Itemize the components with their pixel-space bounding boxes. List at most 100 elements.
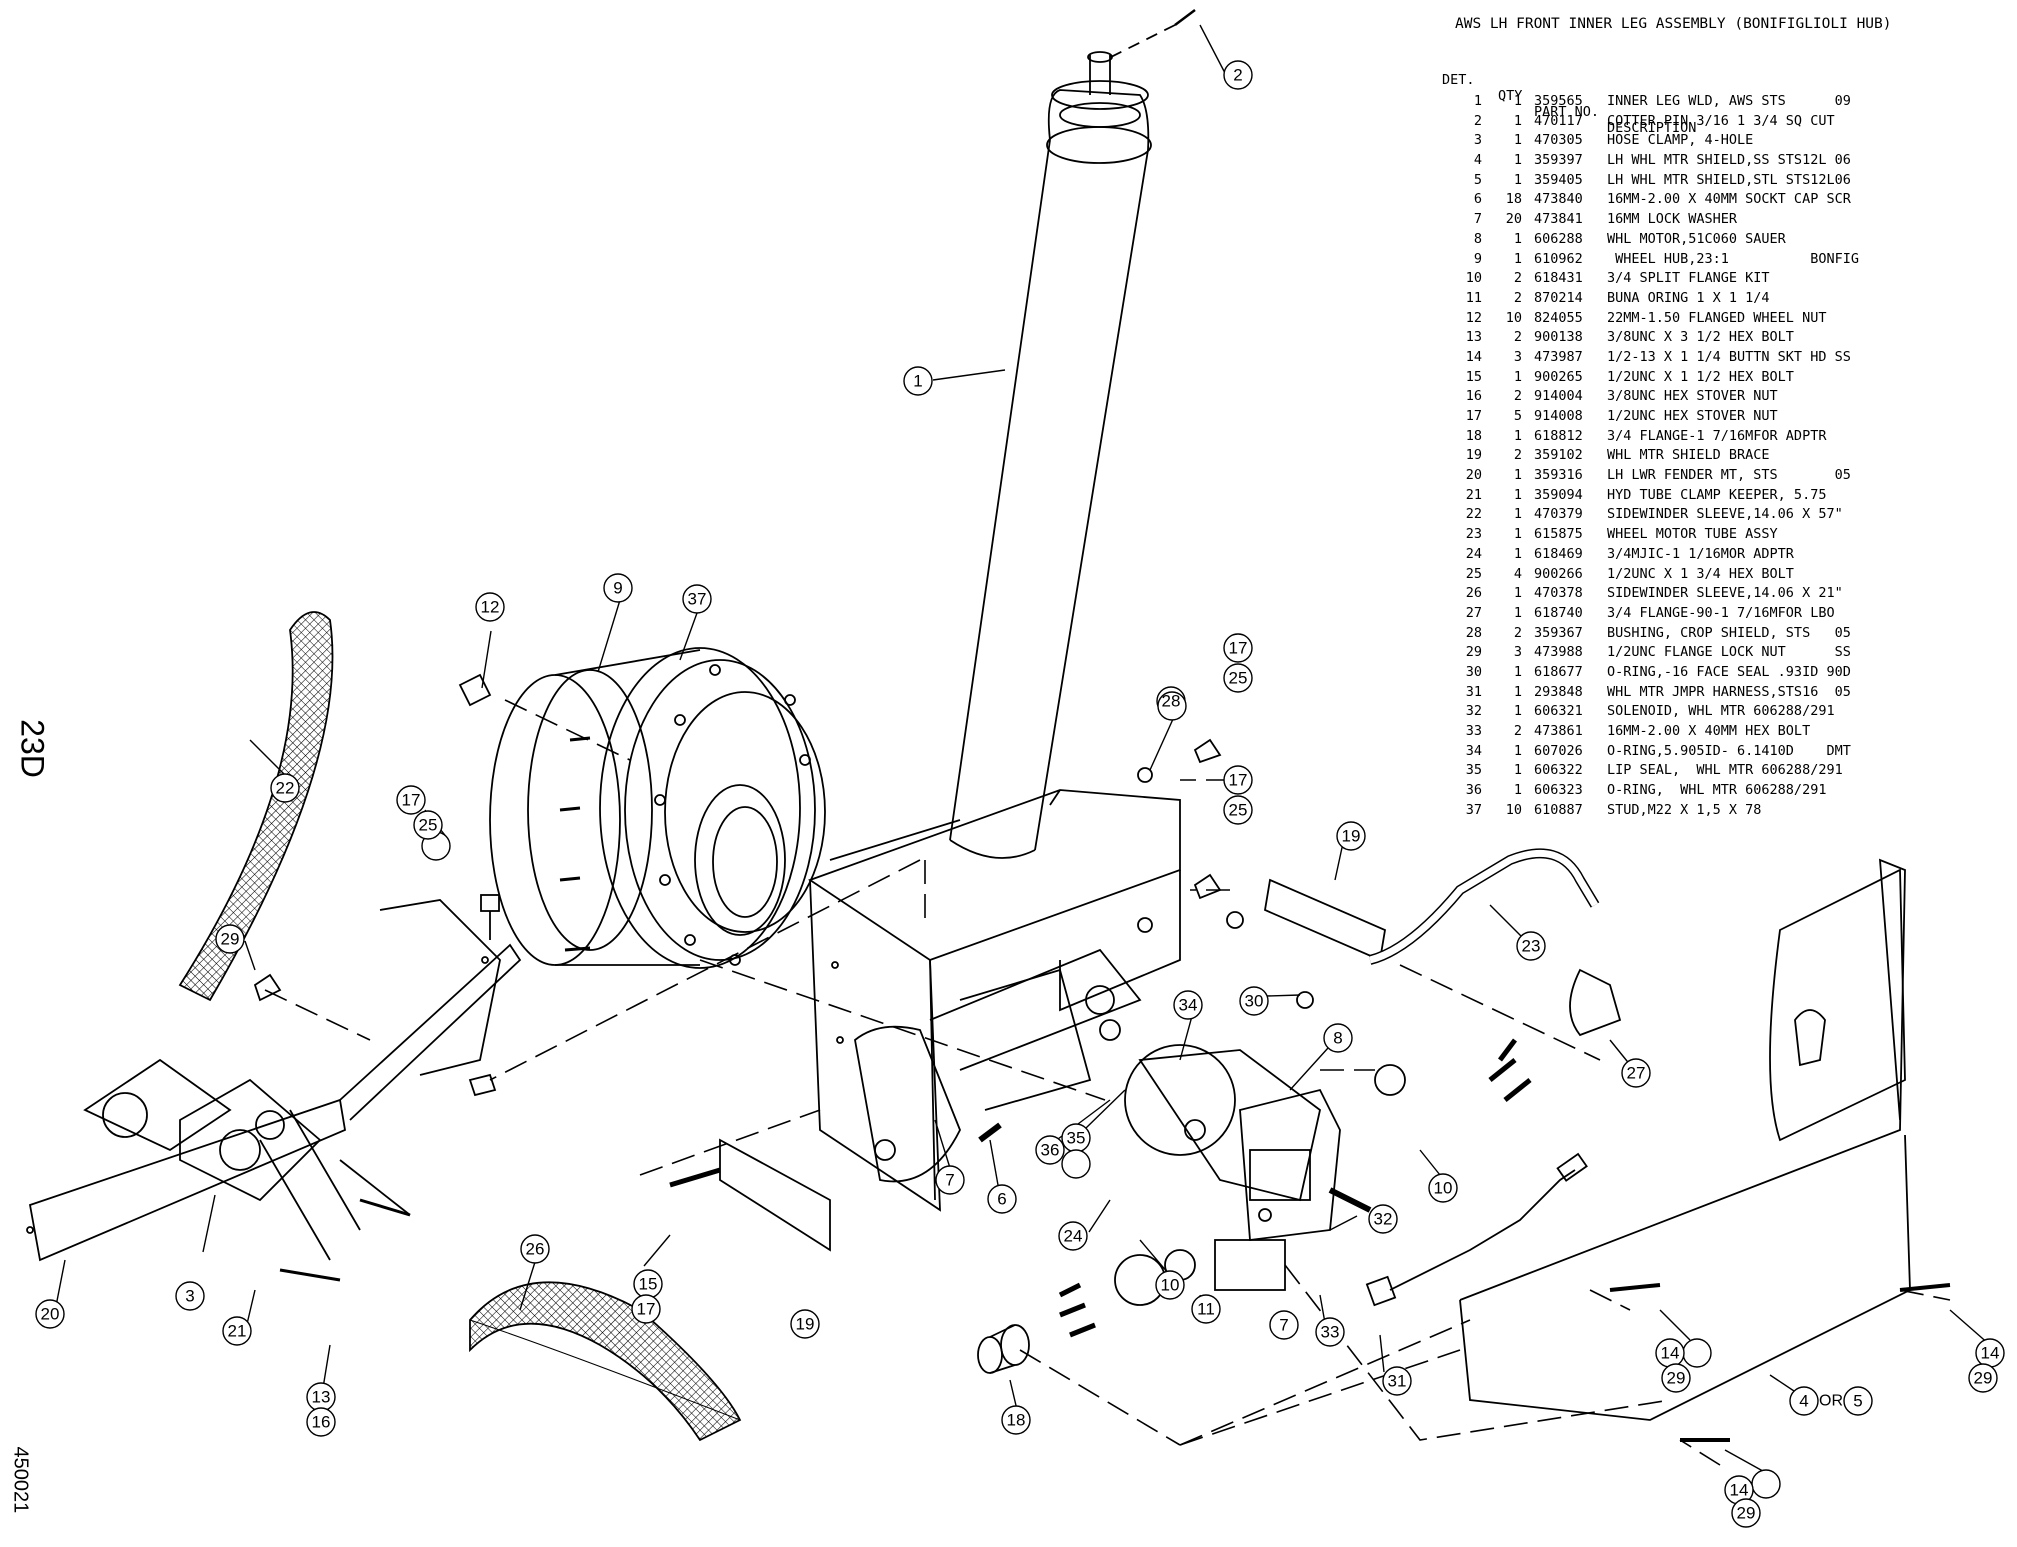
bom-description: STUD,M22 X 1,5 X 78 xyxy=(1607,801,1762,818)
bom-part-no: 824055 xyxy=(1534,309,1583,326)
bom-part-no: 473861 xyxy=(1534,723,1583,739)
bom-description: 1/2-13 X 1 1/4 BUTTN SKT HD SS xyxy=(1607,348,1851,365)
bom-part-no: 870214 xyxy=(1534,289,1583,306)
bom-description: 1/2UNC HEX STOVER NUT xyxy=(1607,408,1778,424)
bom-qty: 18 xyxy=(1505,191,1522,208)
shield-brace-lower xyxy=(719,1138,831,1252)
bom-det: 6 xyxy=(1473,191,1482,208)
bom-part-no: 473841 xyxy=(1534,211,1583,228)
bom-det: 8 xyxy=(1473,230,1482,247)
callout-12: 12 xyxy=(481,598,500,617)
bom-description: SOLENOID, WHL MTR 606288/291 xyxy=(1607,703,1835,720)
bom-det: 33 xyxy=(1465,723,1482,739)
bom-det: 37 xyxy=(1465,801,1482,818)
callout-37: 37 xyxy=(688,590,707,609)
callout-29b: 29 xyxy=(1667,1369,1686,1388)
lower-fender-mount xyxy=(26,899,522,1262)
bom-description: LIP SEAL, WHL MTR 606288/291 xyxy=(1607,762,1843,779)
bom-description: 3/4 FLANGE-1 7/16MFOR ADPTR xyxy=(1607,427,1827,444)
document-number: 450021 xyxy=(9,1446,32,1514)
bom-description: WHL MOTOR,51C060 SAUER xyxy=(1607,230,1786,247)
bom-det: 10 xyxy=(1465,270,1482,287)
bom-det: 12 xyxy=(1465,309,1482,326)
bom-part-no: 470378 xyxy=(1534,585,1583,602)
callout-29d: 29 xyxy=(1737,1504,1756,1523)
callout-25c: 25 xyxy=(1229,801,1248,820)
bom-part-no: 607026 xyxy=(1534,742,1583,759)
bom-qty: 4 xyxy=(1513,565,1522,582)
bom-qty: 1 xyxy=(1513,506,1522,523)
bom-det: 17 xyxy=(1465,408,1482,424)
shield-brace-upper xyxy=(1263,878,1387,962)
bom-description: COTTER PIN 3/16 1 3/4 SQ CUT xyxy=(1607,112,1835,129)
assembly-title: AWS LH FRONT INNER LEG ASSEMBLY (BONIFIG… xyxy=(1455,16,1892,32)
jumper-harness xyxy=(1389,1169,1576,1291)
callout-22: 22 xyxy=(276,779,295,798)
callout-31: 31 xyxy=(1388,1372,1407,1391)
bom-qty: 1 xyxy=(1513,762,1522,779)
bom-part-no: 618740 xyxy=(1534,604,1583,621)
bom-det: 2 xyxy=(1473,112,1482,129)
bom-part-no: 473840 xyxy=(1534,191,1583,208)
flange-adapter xyxy=(977,1324,1030,1374)
bom-part-no: 618677 xyxy=(1534,663,1583,680)
bom-qty: 1 xyxy=(1513,132,1522,149)
bom-description: WHEEL MOTOR TUBE ASSY xyxy=(1607,526,1778,543)
callout-33: 33 xyxy=(1321,1323,1340,1342)
bom-det: 11 xyxy=(1465,289,1482,306)
bom-part-no: 914008 xyxy=(1534,408,1583,424)
bom-det: 18 xyxy=(1465,427,1482,444)
bom-qty: 2 xyxy=(1513,624,1522,641)
bom-header: DET. QTY PART NO. DESCRIPTION xyxy=(1442,56,1696,136)
bom-qty: 1 xyxy=(1513,230,1522,247)
bom-qty: 1 xyxy=(1513,93,1522,109)
bom-qty: 1 xyxy=(1513,604,1522,621)
inner-leg-tube xyxy=(949,51,1152,859)
bom-det: 9 xyxy=(1473,250,1482,267)
callout-4: 4 xyxy=(1799,1392,1808,1411)
bom-row: 6 18 473840 16MM-2.00 X 40MM SOCKT CAP SCR xyxy=(1442,191,2002,211)
bom-qty: 2 xyxy=(1513,447,1522,464)
bom-det: 30 xyxy=(1465,663,1482,680)
bom-part-no: 914004 xyxy=(1534,388,1583,405)
bom-description: WHEEL HUB,23:1 BONFIG xyxy=(1607,250,1859,267)
bom-det: 21 xyxy=(1465,486,1482,503)
bom-det: 5 xyxy=(1473,171,1482,188)
bom-part-no: 610887 xyxy=(1534,801,1583,818)
bom-description: O-RING,5.905ID- 6.1410D DMT xyxy=(1607,742,1851,759)
bom-description: 16MM-2.00 X 40MM HEX BOLT xyxy=(1607,723,1811,739)
callout-19b: 19 xyxy=(796,1315,815,1334)
wheel-motor-shield xyxy=(1459,858,1911,1421)
header-qty: QTY xyxy=(1498,88,1523,104)
bom-description: BUNA ORING 1 X 1 1/4 xyxy=(1607,289,1770,306)
bom-part-no: 615875 xyxy=(1534,526,1583,543)
bom-description: 3/8UNC X 3 1/2 HEX BOLT xyxy=(1607,329,1794,346)
bom-description: O-RING, WHL MTR 606288/291 xyxy=(1607,782,1827,799)
bom-det: 26 xyxy=(1465,585,1482,602)
bom-qty: 1 xyxy=(1513,742,1522,759)
flange-90-fitting xyxy=(1569,968,1622,1037)
bom-part-no: 618431 xyxy=(1534,270,1583,287)
bom-part-no: 900138 xyxy=(1534,329,1583,346)
callout-16: 16 xyxy=(312,1413,331,1432)
bom-part-no: 606321 xyxy=(1534,703,1583,720)
bom-part-no: 473987 xyxy=(1534,348,1583,365)
bom-description: 3/4 FLANGE-90-1 7/16MFOR LBO xyxy=(1607,604,1835,621)
callout-9: 9 xyxy=(613,579,622,598)
bom-description: 16MM-2.00 X 40MM SOCKT CAP SCR xyxy=(1607,191,1851,208)
